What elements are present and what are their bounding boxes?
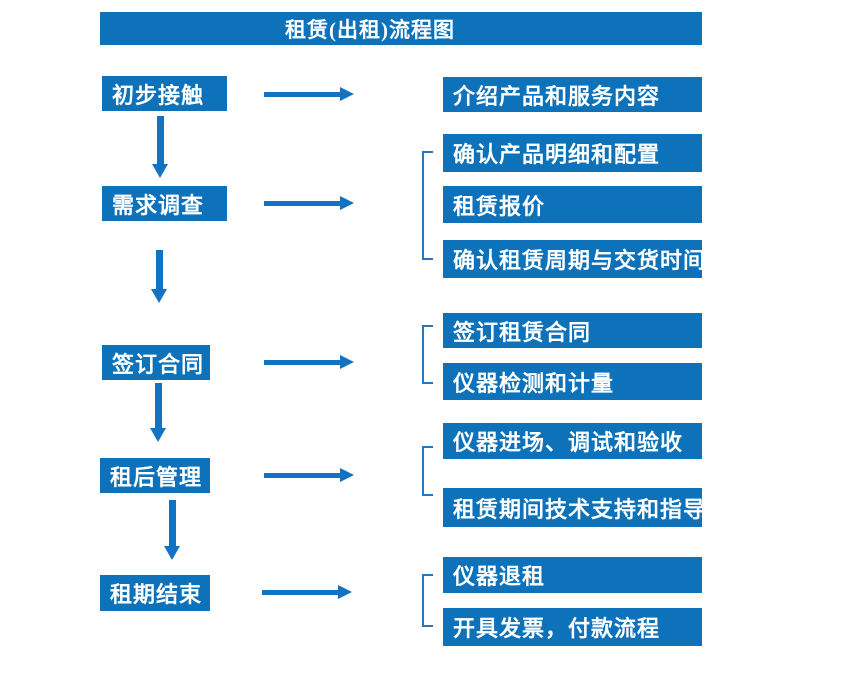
group-bracket — [422, 325, 433, 384]
detail-box: 签订租赁合同 — [443, 313, 702, 348]
right-arrow-icon — [264, 196, 354, 210]
down-arrow-shaft — [168, 500, 176, 546]
detail-box: 租赁期间技术支持和指导 — [443, 488, 705, 527]
down-arrow-icon — [164, 500, 180, 560]
detail-box: 租赁报价 — [443, 186, 702, 223]
stage-box-demand-survey: 需求调查 — [102, 186, 227, 221]
right-arrow-shaft — [264, 200, 340, 206]
stage-box-initial-contact: 初步接触 — [102, 76, 227, 111]
right-arrow-icon — [264, 87, 354, 101]
right-arrow-icon — [264, 468, 354, 482]
down-arrow-icon — [151, 250, 167, 303]
stage-box-rental-end: 租期结束 — [100, 575, 210, 611]
down-arrow-shaft — [155, 250, 163, 289]
right-arrow-icon — [262, 585, 352, 599]
right-arrow-head — [340, 87, 354, 101]
down-arrow-head — [150, 428, 166, 442]
right-arrow-head — [340, 196, 354, 210]
detail-box: 开具发票，付款流程 — [443, 608, 702, 646]
down-arrow-head — [152, 164, 168, 178]
group-bracket — [422, 574, 433, 627]
flowchart-title-bar: 租赁(出租)流程图 — [100, 12, 702, 45]
group-bracket — [422, 446, 433, 496]
right-arrow-icon — [264, 355, 354, 369]
right-arrow-head — [340, 355, 354, 369]
down-arrow-icon — [150, 383, 166, 442]
right-arrow-shaft — [264, 359, 340, 365]
group-bracket — [422, 151, 433, 260]
stage-box-post-rental-management: 租后管理 — [100, 458, 210, 493]
stage-box-sign-contract: 签订合同 — [102, 345, 210, 380]
down-arrow-shaft — [156, 116, 164, 164]
detail-box: 仪器退租 — [443, 557, 702, 593]
right-arrow-shaft — [262, 589, 338, 595]
down-arrow-shaft — [154, 383, 162, 428]
detail-box: 确认租赁周期与交货时间 — [443, 240, 705, 278]
detail-box: 介绍产品和服务内容 — [443, 77, 702, 112]
right-arrow-shaft — [264, 91, 340, 97]
down-arrow-icon — [152, 116, 168, 178]
detail-box: 仪器进场、调试和验收 — [443, 423, 702, 459]
down-arrow-head — [151, 289, 167, 303]
flowchart-title: 租赁(出租)流程图 — [285, 17, 455, 42]
right-arrow-head — [340, 468, 354, 482]
down-arrow-head — [164, 546, 180, 560]
right-arrow-head — [338, 585, 352, 599]
detail-box: 仪器检测和计量 — [443, 363, 702, 400]
right-arrow-shaft — [264, 472, 340, 478]
detail-box: 确认产品明细和配置 — [443, 134, 702, 172]
